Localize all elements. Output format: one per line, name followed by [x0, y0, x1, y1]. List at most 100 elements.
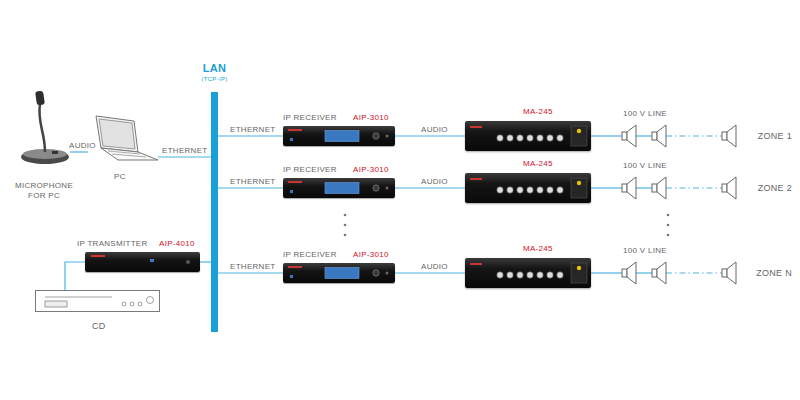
power-led — [577, 181, 581, 185]
node-label: ZONE 2 — [758, 183, 792, 193]
laptop-base — [101, 148, 158, 160]
disc-tray — [45, 297, 112, 298]
control-knob — [373, 133, 379, 139]
speaker-symbol — [627, 177, 636, 199]
lcd-display — [325, 183, 359, 194]
control-knob — [517, 187, 523, 193]
speaker-symbol — [622, 184, 627, 192]
control-knob — [547, 272, 553, 278]
connector-label: AUDIO — [69, 141, 96, 151]
speaker-row — [608, 125, 736, 147]
control-knob — [557, 135, 563, 141]
display-window — [45, 301, 67, 307]
laptop-illustration — [96, 116, 158, 160]
amplifier: MA-245 — [465, 173, 591, 203]
model-number: AIP-3010 — [353, 113, 389, 123]
speaker-wire-dashed — [666, 187, 722, 188]
connector-label: ETHERNET — [162, 146, 208, 156]
node-label: ZONE 1 — [758, 131, 792, 141]
node-label: PC — [114, 172, 126, 182]
connector-line — [158, 156, 211, 157]
dot — [667, 214, 670, 217]
control-knob — [147, 297, 154, 304]
power-section — [571, 263, 587, 283]
amplifier-front-panel — [470, 126, 587, 146]
speaker-symbol — [627, 262, 636, 284]
control-knob — [557, 272, 563, 278]
button — [386, 135, 389, 138]
speaker-zone: ZONE 1 — [608, 121, 798, 151]
node-label: MA-245 — [523, 244, 553, 254]
control-knob — [537, 135, 543, 141]
control-knob — [373, 270, 379, 276]
speaker-wire — [636, 272, 652, 273]
speaker-symbol — [727, 125, 736, 147]
connector-label: AUDIO — [421, 125, 448, 135]
connector-label: 100 V LINE — [623, 161, 667, 171]
amplifier: MA-245 — [465, 121, 591, 151]
speaker-wire — [608, 187, 622, 188]
model-number: AIP-3010 — [353, 250, 389, 260]
microphone: MICROPHONE FOR PC — [18, 95, 70, 160]
speaker-symbol — [652, 184, 657, 192]
status-led — [150, 259, 154, 262]
speaker-symbol — [722, 184, 727, 192]
control-knob — [507, 272, 513, 278]
status-led — [290, 190, 293, 193]
microphone-base — [21, 150, 69, 164]
speaker-zone: ZONE 2 — [608, 173, 798, 203]
button — [122, 302, 126, 306]
amplifier-front-panel — [470, 263, 587, 283]
status-led — [290, 275, 293, 278]
speaker-symbol — [627, 125, 636, 147]
dot — [344, 214, 347, 217]
microphone-button — [52, 151, 58, 154]
speaker-symbol — [622, 269, 627, 277]
control-knob — [497, 135, 503, 141]
control-knob — [527, 272, 533, 278]
speaker-wire-dashed — [666, 135, 722, 136]
connector-label: ETHERNET — [230, 125, 276, 135]
brand-badge — [470, 126, 482, 128]
transmitter-front-panel — [91, 255, 190, 264]
receiver-front-panel — [288, 129, 389, 142]
node-label: MA-245 — [523, 159, 553, 169]
speaker-symbol — [727, 262, 736, 284]
node-label: LAN — [198, 62, 231, 74]
speaker-symbol — [622, 132, 627, 140]
speaker-wire — [608, 272, 622, 273]
speaker-symbol — [722, 269, 727, 277]
amplifier: MA-245 — [465, 258, 591, 288]
control-knob — [507, 187, 513, 193]
speaker-wire — [636, 187, 652, 188]
control-knob — [557, 187, 563, 193]
dot — [344, 224, 347, 227]
control-knob — [527, 187, 533, 193]
brand-badge — [91, 255, 105, 257]
lcd-display — [325, 268, 359, 279]
receiver-front-panel — [288, 266, 389, 279]
speaker-symbol — [722, 132, 727, 140]
ip-receiver: IP RECEIVERAIP-3010 — [283, 263, 395, 283]
control-knob — [497, 272, 503, 278]
laptop-screen — [99, 119, 135, 149]
status-led — [290, 138, 293, 141]
amplifier-front-panel — [470, 178, 587, 198]
button — [386, 187, 389, 190]
ip-receiver: IP RECEIVERAIP-3010 — [283, 126, 395, 146]
power-section — [571, 178, 587, 198]
speaker-symbol — [652, 269, 657, 277]
control-knob — [547, 135, 553, 141]
connector-line — [591, 272, 608, 273]
speaker-row — [608, 177, 736, 199]
node-label: IP RECEIVER — [283, 165, 337, 175]
receiver-front-panel — [288, 181, 389, 194]
lan-bus: LAN(TCP-IP) — [211, 92, 218, 332]
ip-receiver: IP RECEIVERAIP-3010 — [283, 178, 395, 198]
brand-badge — [288, 181, 302, 183]
connector-line — [395, 272, 465, 273]
